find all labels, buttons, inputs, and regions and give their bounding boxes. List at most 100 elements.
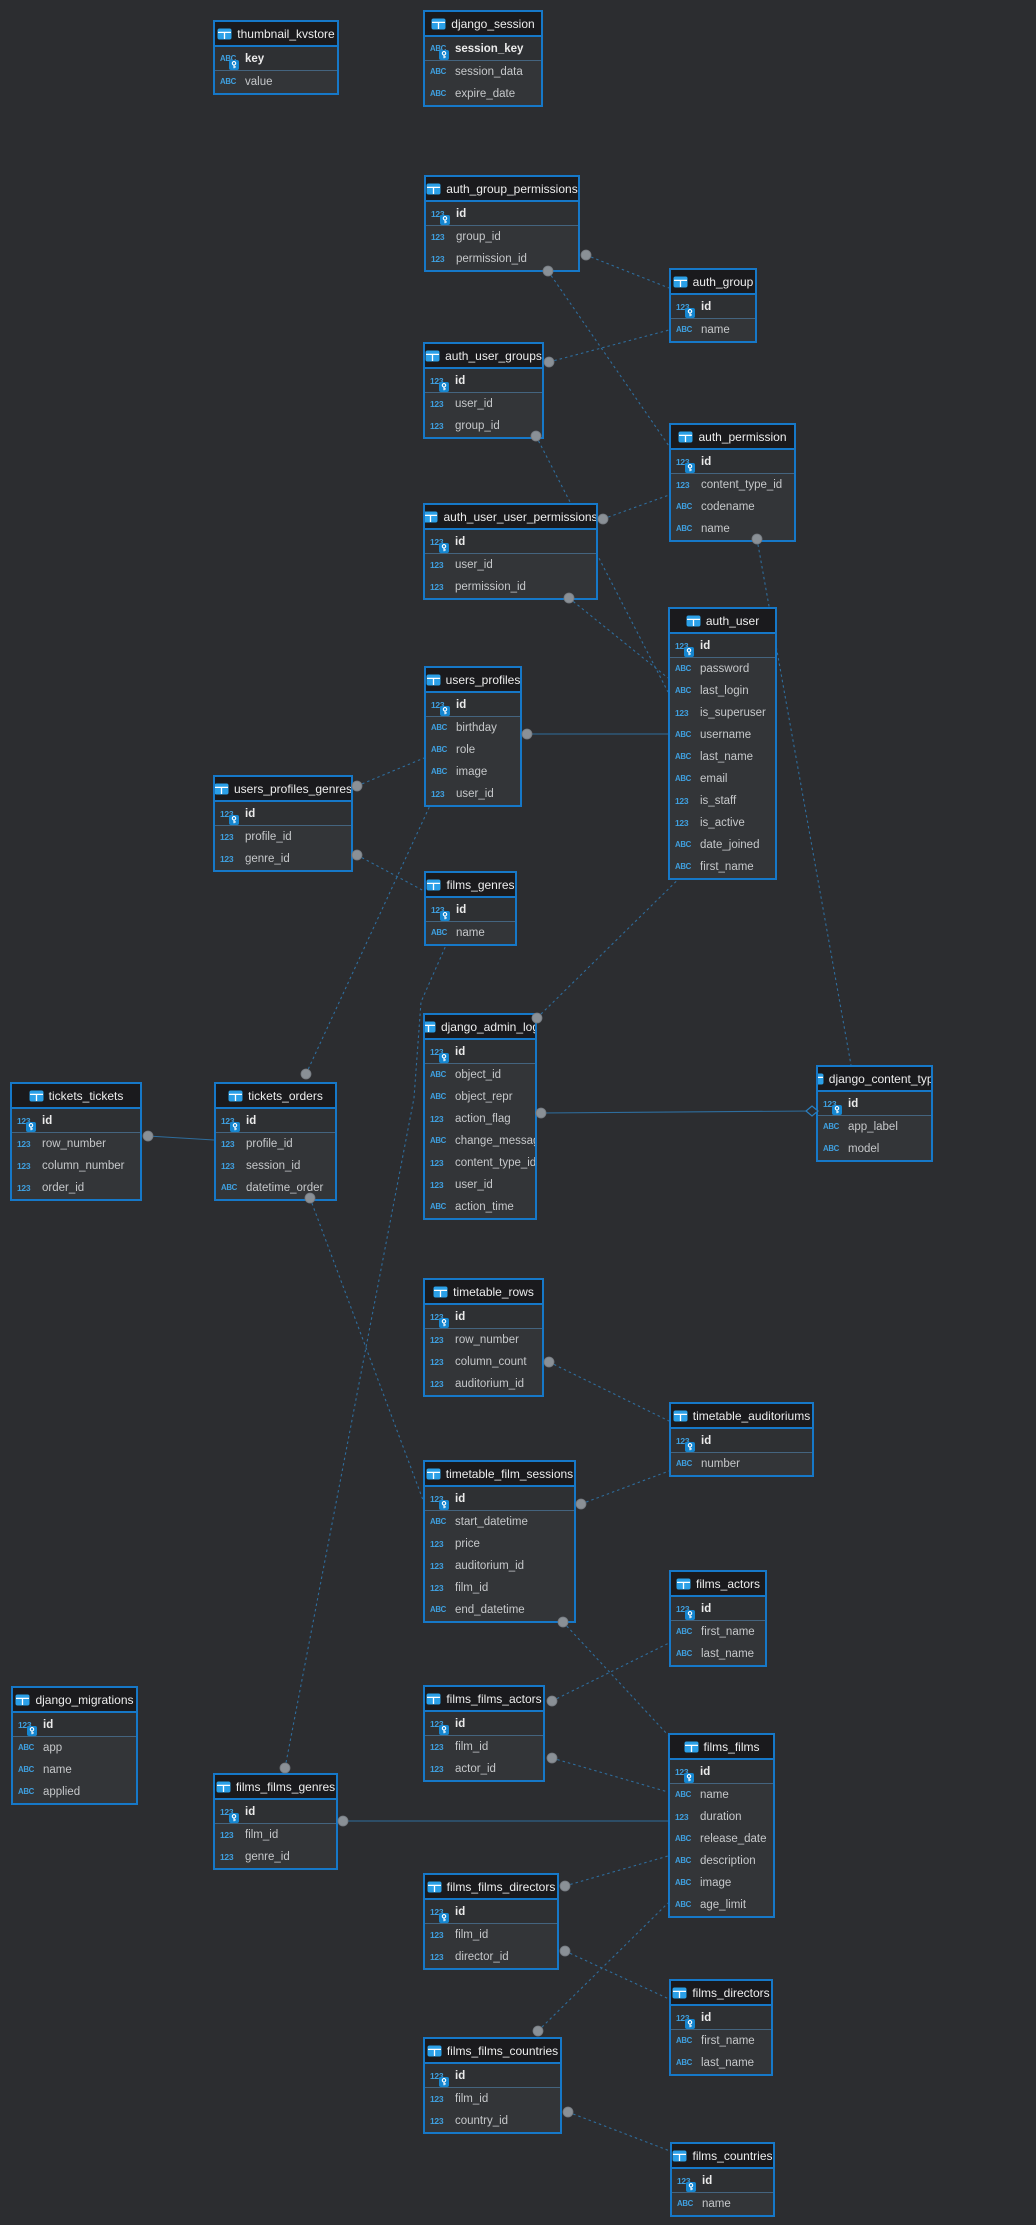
text-type-icon: ABC	[431, 723, 447, 732]
primary-key-icon	[439, 542, 449, 553]
text-type-icon: ABC	[675, 1878, 691, 1887]
table-header[interactable]: tickets_orders	[216, 1084, 335, 1109]
table-header[interactable]: films_films_genres	[215, 1775, 336, 1800]
table-header[interactable]: thumbnail_kvstore	[215, 22, 337, 47]
numeric-type-icon: 123	[430, 536, 444, 547]
numeric-type-icon: 123	[430, 1379, 444, 1389]
table-header[interactable]: tickets_tickets	[12, 1084, 140, 1109]
table-header[interactable]: films_genres	[426, 873, 515, 898]
table-header[interactable]: films_countries	[672, 2144, 773, 2169]
table-icon	[426, 1468, 441, 1479]
table-header[interactable]: auth_user_groups	[425, 344, 542, 369]
column-name: release_date	[700, 1833, 767, 1845]
table-header[interactable]: films_films_actors	[425, 1687, 543, 1712]
table-header[interactable]: users_profiles_genres	[215, 777, 351, 802]
column-name: id	[455, 1310, 466, 1323]
numeric-type-icon: 123	[430, 1561, 444, 1571]
table-icon	[673, 1410, 688, 1421]
table-icon	[427, 1881, 442, 1892]
table-header[interactable]: auth_permission	[671, 425, 794, 450]
table-header[interactable]: timetable_film_sessions	[425, 1462, 574, 1487]
table-header[interactable]: auth_user_user_permissions	[425, 505, 596, 530]
table-icon	[427, 2045, 442, 2056]
column-name: birthday	[456, 722, 497, 734]
numeric-type-icon: 123	[430, 1180, 444, 1190]
numeric-type-icon: 123	[220, 832, 234, 842]
column-name: object_repr	[455, 1091, 513, 1103]
table-header[interactable]: films_films_directors	[425, 1875, 557, 1900]
text-type-icon: ABC	[430, 1202, 446, 1211]
table-header[interactable]: auth_group_permissions	[426, 177, 578, 202]
table-header[interactable]: films_actors	[671, 1572, 765, 1597]
table-icon	[215, 783, 229, 794]
table-header[interactable]: timetable_rows	[425, 1280, 542, 1305]
table-icon	[431, 18, 446, 29]
text-type-icon: ABC	[221, 1183, 237, 1192]
text-type-icon: ABC	[220, 53, 236, 63]
column-row-birthday: ABC birthday	[426, 717, 520, 739]
numeric-type-icon: 123	[220, 854, 234, 864]
table-header[interactable]: auth_group	[671, 270, 755, 295]
table-header[interactable]: django_session	[425, 12, 541, 37]
column-name: row_number	[42, 1138, 106, 1150]
column-name: film_id	[455, 1929, 489, 1941]
table-header[interactable]: users_profiles	[426, 668, 520, 693]
table-header[interactable]: timetable_auditoriums	[671, 1404, 812, 1429]
table-header[interactable]: django_admin_log	[425, 1015, 535, 1040]
table-title: tickets_orders	[248, 1088, 323, 1103]
numeric-type-icon: 123	[675, 708, 689, 718]
column-name: image	[456, 766, 488, 778]
table-header[interactable]: auth_user	[670, 609, 775, 634]
table-header[interactable]: films_films_countries	[425, 2039, 560, 2064]
table-header[interactable]: films_directors	[671, 1981, 771, 2006]
table-header[interactable]: django_content_type	[818, 1067, 931, 1092]
numeric-type-icon: 123	[430, 399, 444, 409]
table-header[interactable]: films_films	[670, 1735, 773, 1760]
numeric-type-icon: 123	[430, 375, 444, 386]
column-name: actor_id	[455, 1763, 496, 1775]
numeric-type-icon: 123	[676, 1435, 690, 1446]
primary-key-icon	[685, 307, 695, 318]
column-name: auditorium_id	[455, 1560, 525, 1572]
numeric-type-icon: 123	[675, 640, 689, 651]
relationship-edge	[548, 1361, 670, 1422]
table-header[interactable]: django_migrations	[13, 1688, 136, 1713]
edge-endpoint-circle	[546, 1695, 558, 1707]
